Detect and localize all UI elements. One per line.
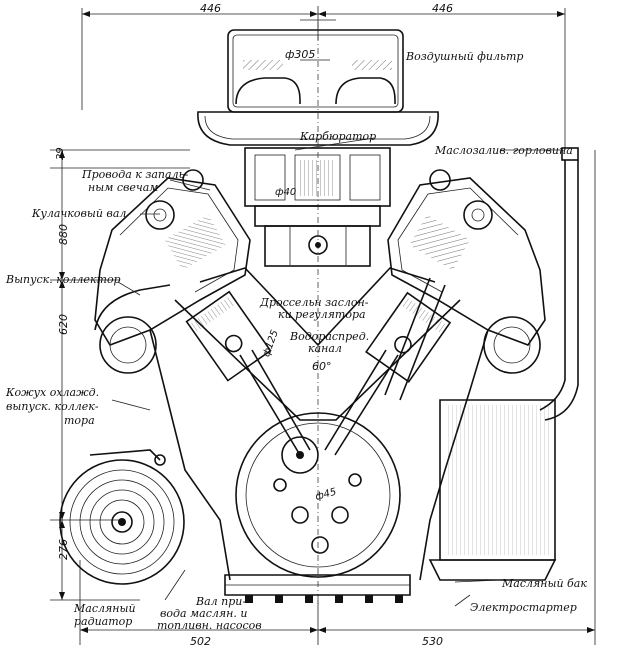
label-oil-tank: Масляный бак — [501, 577, 587, 590]
dimension-lines — [50, 6, 596, 645]
oil-radiator — [59, 449, 185, 585]
right-cylinder-head — [384, 169, 546, 401]
label-radiator-line2: радиатор — [74, 615, 132, 628]
leader-lines — [111, 59, 560, 607]
label-drive-line1: Вал при- — [195, 595, 246, 608]
dim-top-left: 446 — [200, 2, 221, 15]
label-wires-line1: Провода к запаль- — [81, 168, 189, 181]
label-throttle-line1: Дроссельн заслон- — [259, 296, 369, 309]
dim-620: 620 — [57, 314, 70, 335]
label-air-filter: Воздушный фильтр — [405, 50, 523, 63]
dim-piston-dia: ф125 — [261, 329, 281, 359]
dim-bottom-left: 502 — [190, 635, 211, 648]
label-radiator-line1: Масляный — [73, 602, 136, 615]
crankcase — [224, 412, 411, 603]
dim-276: 276 — [57, 539, 70, 560]
label-water-line2: канал — [308, 342, 342, 355]
label-throttle-line2: ки регулятора — [278, 308, 366, 321]
label-carburetor: Карбюратор — [299, 130, 376, 143]
dim-bottom-right: 530 — [422, 635, 443, 648]
label-starter: Электростартер — [470, 601, 577, 614]
label-water-line1: Водораспред. — [289, 330, 369, 343]
dim-top-right: 446 — [432, 2, 453, 15]
dim-filter-dia: ф305 — [285, 48, 315, 61]
label-exhaust-manifold: Выпуск. коллектор — [5, 273, 121, 286]
dim-crank-dia: ф45 — [314, 487, 337, 503]
label-cover-line3: тора — [64, 414, 95, 427]
label-drive-line3: топливн. насосов — [157, 619, 262, 632]
label-cover-line1: Кожух охлажд. — [5, 386, 99, 399]
label-drive-line2: вода маслян. и — [160, 607, 248, 620]
label-wires-line2: ным свечам — [88, 181, 158, 194]
left-cylinder-head — [94, 169, 251, 374]
dim-29: 29 — [55, 147, 66, 160]
dim-angle: 60° — [312, 360, 332, 373]
oil-tank — [428, 399, 557, 581]
label-cover-line2: выпуск. коллек- — [6, 400, 99, 413]
label-camshaft: Кулачковый вал — [31, 207, 126, 220]
cylinder-block — [149, 267, 489, 581]
carburetor — [244, 147, 391, 267]
dim-carb-dia: ф40 — [275, 187, 296, 198]
dim-880: 880 — [57, 224, 70, 245]
air-filter — [197, 19, 439, 146]
label-oil-filler: Маслозалив. горловина — [434, 144, 573, 157]
oil-filler-pipe — [539, 147, 579, 421]
